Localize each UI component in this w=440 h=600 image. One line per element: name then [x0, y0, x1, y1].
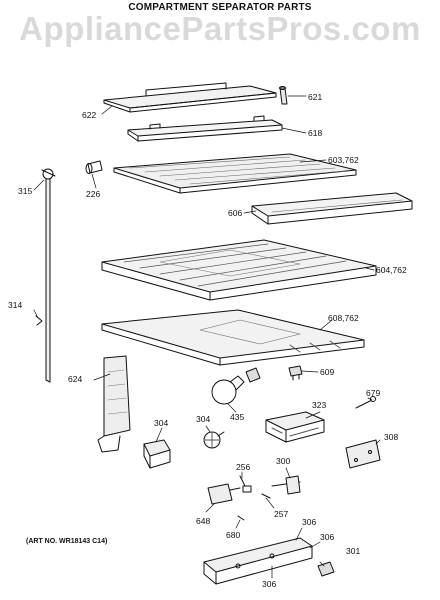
callout-315: 315 [18, 186, 33, 196]
part-604-pan [101, 239, 377, 301]
callout-608-762: 608,762 [328, 313, 359, 323]
part-609-clip [288, 365, 303, 381]
part-304-control [203, 431, 225, 449]
callout-256: 256 [236, 462, 251, 472]
part-435-bulb [211, 367, 261, 405]
callout-308: 308 [384, 432, 399, 442]
callout-618: 618 [308, 128, 323, 138]
callout-300: 300 [276, 456, 291, 466]
callout-306-right: 306 [320, 532, 335, 542]
part-621-pin [279, 86, 288, 105]
part-606-tray [251, 192, 413, 225]
callout-435: 435 [230, 412, 245, 422]
part-608-cover [101, 309, 365, 366]
callout-226: 226 [86, 189, 101, 199]
callout-606: 606 [228, 208, 243, 218]
part-315-314-rod [35, 168, 56, 383]
callout-621: 621 [308, 92, 323, 102]
callout-679: 679 [366, 388, 381, 398]
part-304-socket [143, 439, 171, 469]
diagram-title: COMPARTMENT SEPARATOR PARTS [128, 2, 312, 13]
leader-lines [33, 95, 381, 579]
part-small-assembly [207, 475, 301, 521]
callout-304-right: 304 [196, 414, 211, 424]
part-226-knob [85, 160, 103, 174]
part-618-bracket [127, 115, 283, 142]
callout-306-top: 306 [302, 517, 317, 527]
callout-648: 648 [196, 516, 211, 526]
watermark-logo: AppliancePartsPros.com [19, 10, 421, 47]
callout-622: 622 [82, 110, 97, 120]
part-323-housing [265, 411, 325, 443]
callout-609: 609 [320, 367, 335, 377]
part-603-shelf [113, 153, 357, 194]
part-306-housing [203, 537, 335, 585]
part-679-screw [355, 396, 376, 409]
callout-306-bottom: 306 [262, 579, 277, 589]
callout-680: 680 [226, 530, 241, 540]
callout-257: 257 [274, 509, 289, 519]
art-number: (ART NO. WR18143 C14) [26, 538, 108, 545]
part-624-duct [97, 355, 131, 453]
callout-314: 314 [8, 300, 23, 310]
part-622-cover [103, 82, 277, 113]
callout-603-762: 603,762 [328, 155, 359, 165]
callout-301: 301 [346, 546, 361, 556]
part-308-plate [345, 439, 381, 469]
callout-304-left: 304 [154, 418, 169, 428]
callout-604-762: 604,762 [376, 265, 407, 275]
callout-624: 624 [68, 374, 83, 384]
callout-323: 323 [312, 400, 327, 410]
